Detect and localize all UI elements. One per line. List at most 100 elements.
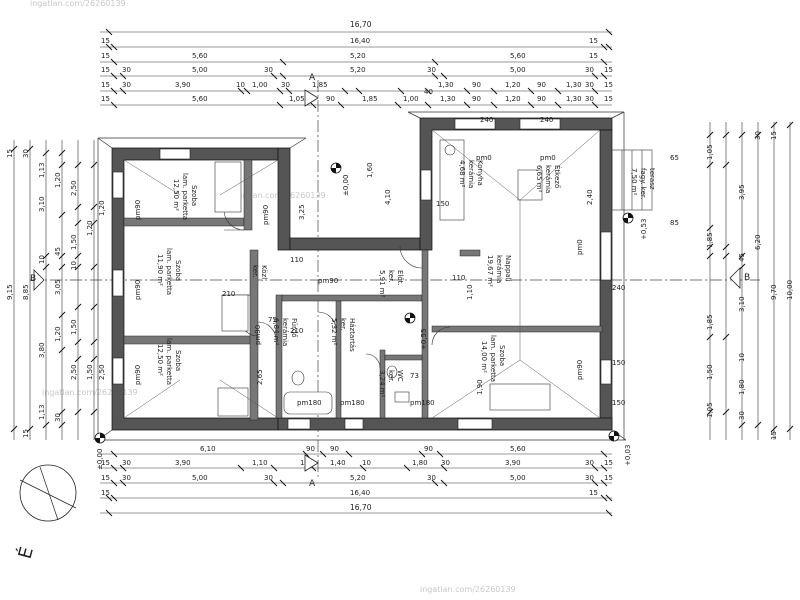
dim-label: 15 [604, 459, 613, 467]
dim-label: 15 [22, 429, 30, 438]
room-area: 6,65 m² [535, 165, 543, 193]
dim-label: 5,60 [510, 52, 526, 60]
dim-label: 15 [101, 489, 110, 497]
dim-label: 90 [537, 81, 546, 89]
dim-label: 3,95 [738, 184, 746, 200]
bed [489, 383, 551, 411]
room-floor: kerámia [467, 160, 475, 188]
bottom-dimension-labels: 6,10 90 90 90 5,60 15 30 3,90 1,10 10 1,… [101, 445, 613, 512]
dim-label: 1,20 [54, 326, 62, 342]
dim-label: 1,30 [438, 81, 454, 89]
dim-label: 30 [585, 459, 594, 467]
opening-label: pm180 [340, 399, 365, 407]
dim-label: 3,90 [175, 81, 191, 89]
dim-label: 1,30 [566, 81, 582, 89]
opening-label: 1,20 [98, 200, 106, 216]
room-floor: lam. parketta [181, 173, 189, 220]
dim-label: 5,20 [350, 52, 366, 60]
opening-label: 2,50 [98, 364, 106, 380]
room-label: WC ker. 3,24 m² [378, 370, 404, 398]
dim-label: 10 [38, 255, 46, 264]
dim-label: 1,85 [312, 81, 328, 89]
room-area: 4,68 m² [458, 160, 466, 188]
opening-label: 240 [540, 116, 553, 124]
dim-label: 1,00 [403, 95, 419, 103]
right-dimension-chains [706, 121, 794, 440]
dim-label: 5,00 [192, 474, 208, 482]
room-area: 12,50 m² [156, 344, 164, 376]
dim-label: 6,20 [754, 234, 762, 250]
dim-label: 15 [101, 66, 110, 74]
room-floor: ker. [251, 265, 259, 278]
dim-label: 2,50 [70, 364, 78, 380]
bottom-dimension-chains [100, 450, 613, 517]
interior-walls [123, 159, 603, 421]
dim-label: 3,90 [175, 459, 191, 467]
dim-label: 30 [264, 474, 273, 482]
top-dimension-chains [100, 28, 613, 109]
left-dimension-labels: 9,15 8,85 15 1,13 30 3,10 1,20 2,50 1,50… [6, 149, 94, 438]
room-area: 12,50 m² [172, 179, 180, 211]
right-dimension-labels: 10,00 9,70 15 30 1,05 3,95 1,85 6,20 45 … [706, 131, 794, 440]
section-arrow [304, 89, 319, 107]
level-label: +0,53 [640, 219, 648, 240]
compass-circle [19, 464, 77, 522]
room-label: Közl. ker. [251, 265, 268, 281]
section-label: A [309, 479, 316, 489]
watermark: ingatlan.com/26260139 [30, 0, 126, 8]
dim-label: 1,00 [252, 81, 268, 89]
dim-label: 1,50 [86, 364, 94, 380]
dim-label: 90 [424, 445, 433, 453]
dim-label: 5,00 [192, 66, 208, 74]
room-floor: lam. parketta [489, 335, 497, 382]
dim-label: 3,10 [38, 196, 46, 212]
opening-label: 110 [290, 256, 303, 264]
dim-label: 1,80 [412, 459, 428, 467]
room-floor: kerámia [495, 255, 503, 283]
dim-label: 30 [281, 81, 290, 89]
wardrobe [221, 294, 249, 332]
room-area: 14,00 m² [480, 341, 488, 373]
dim-label: 45 [738, 253, 746, 262]
dim-label: 5,60 [510, 445, 526, 453]
room-label: Étkező kerámia 6,65 m² [535, 165, 562, 193]
room-area: 3,24 m² [378, 370, 386, 398]
toilet-icon [386, 365, 398, 379]
dim-label: 15 [604, 474, 613, 482]
opening-label: 1,60 [366, 162, 374, 178]
dim-label: 15 [589, 37, 598, 45]
section-arrow [729, 267, 741, 289]
opening-label: pm0 [476, 154, 492, 162]
level-label: ±0,00 [342, 175, 350, 196]
dim-label: 10 [70, 261, 78, 270]
windows [112, 118, 612, 430]
room-labels: Szoba lam. parketta 12,50 m² Szoba lam. … [156, 160, 656, 398]
opening-label: 65 [670, 154, 679, 162]
dim-label: 90 [306, 445, 315, 453]
dim-label: 10 [362, 459, 371, 467]
dim-label: 3,10 [738, 296, 746, 312]
dim-label: 16,40 [350, 489, 370, 497]
dim-label: 30 [585, 474, 594, 482]
dim-label: 15 [101, 459, 110, 467]
room-floor: kerámia [281, 318, 289, 346]
dim-label: 3,80 [38, 342, 46, 358]
dim-label: 30 [122, 81, 131, 89]
terrace-steps [611, 149, 653, 211]
dim-label: 6,10 [200, 445, 216, 453]
opening-label: pm180 [410, 399, 435, 407]
opening-label: 210 [222, 290, 235, 298]
opening-label: pm0 [576, 239, 584, 255]
room-label: terasz fagy. ker. 7,50 m² [630, 168, 656, 199]
opening-label: 73 [410, 372, 419, 380]
opening-label: pm90 [254, 325, 262, 345]
dim-label: 15 [6, 149, 14, 158]
opening-label: 2,65 [256, 369, 264, 385]
room-floor: kerámia [544, 165, 552, 193]
opening-label: 150 [436, 200, 449, 208]
opening-label: pm90 [134, 365, 142, 385]
dim-label: 30 [585, 95, 594, 103]
section-label: B [744, 273, 750, 283]
dim-overall-depth: 9,15 [6, 284, 14, 300]
dim-label: 1,30 [440, 95, 456, 103]
